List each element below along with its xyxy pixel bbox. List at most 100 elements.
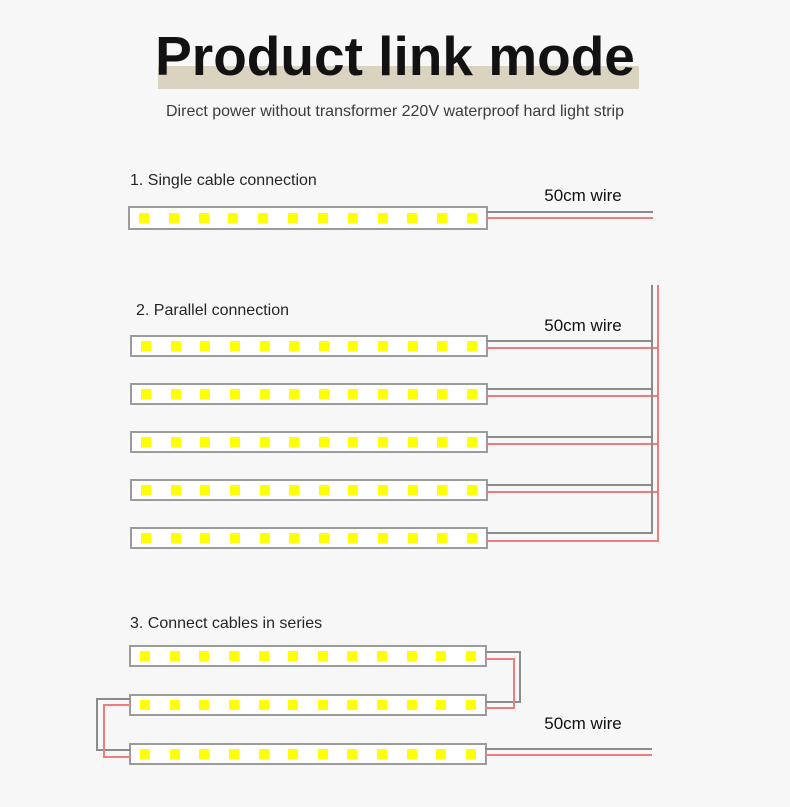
neutral-jumper-wire [96,698,131,700]
neutral-wire [486,532,653,534]
live-wire [485,754,652,756]
neutral-wire [486,388,653,390]
led-chip [229,485,240,495]
led-chip [200,533,211,543]
led-chip [377,700,387,710]
led-chip [436,651,447,661]
page-title: Product link mode [155,25,635,87]
led-chip [378,533,388,543]
page-subtitle: Direct power without transformer 220V wa… [166,103,624,120]
live-wire [486,395,659,397]
led-chip [318,389,329,399]
led-chip [229,533,240,543]
led-chip [318,485,329,495]
neutral-wire [485,748,652,750]
led-chip [318,533,329,543]
led-chip [258,213,269,223]
led-chip [348,389,359,399]
led-chip [228,213,239,223]
led-chip [259,533,270,543]
led-chip [318,437,329,447]
led-chip [407,533,418,543]
led-strip [129,743,487,765]
led-chip [141,485,151,495]
led-chip [437,213,448,223]
led-chip [407,389,418,399]
led-chip [228,651,239,661]
led-chip [139,213,149,223]
led-chip [437,533,448,543]
led-chip [466,437,477,447]
neutral-wire [486,340,653,342]
led-chip [436,700,447,710]
led-chip [347,749,358,759]
led-chip [289,437,300,447]
neutral-wire [486,211,653,213]
led-chip [259,341,270,351]
led-chip [199,700,210,710]
led-chip [200,437,211,447]
live-jumper-wire [485,658,515,660]
live-wire [486,217,653,219]
led-chip [347,700,358,710]
led-chip [347,213,358,223]
led-chip [466,341,477,351]
led-chip [348,485,359,495]
led-chip [465,651,476,661]
led-chip [259,437,270,447]
led-chip [466,213,477,223]
led-chip [348,341,359,351]
led-chip [168,213,179,223]
section-series-heading: 3. Connect cables in series [130,615,323,632]
led-chip [229,389,240,399]
neutral-bus-wire [651,285,653,534]
led-chip [317,213,328,223]
led-chip [465,700,476,710]
led-strip [129,694,487,716]
led-chip [406,749,417,759]
wire-length-label: 50cm wire [544,316,622,335]
led-strip [130,479,488,501]
led-strip [129,645,487,667]
led-chip [200,485,211,495]
live-jumper-wire [513,658,515,709]
led-chip [200,341,211,351]
live-bus-wire [657,285,659,542]
led-strip [130,527,488,549]
led-chip [406,700,417,710]
live-wire [486,491,659,493]
neutral-jumper-wire [485,651,521,653]
neutral-wire [486,436,653,438]
live-wire [486,443,659,445]
led-chip [407,485,418,495]
led-chip [317,700,328,710]
led-chip [258,651,269,661]
led-chip [170,533,181,543]
live-wire [486,347,659,349]
led-chip [437,485,448,495]
led-chip [289,533,300,543]
led-strip [128,206,488,230]
led-chip [378,389,388,399]
led-chip [169,749,180,759]
led-chip [288,213,299,223]
led-chip [317,651,328,661]
led-chip [437,437,448,447]
led-strip [130,431,488,453]
neutral-jumper-wire [485,701,521,703]
section-single-heading: 1. Single cable connection [130,172,317,189]
led-chip [289,485,300,495]
led-chip [407,341,418,351]
led-chip [466,533,477,543]
live-wire [486,540,659,542]
led-chip [198,213,209,223]
led-chip [289,341,300,351]
led-chip [288,700,299,710]
live-jumper-wire [485,707,515,709]
led-chip [407,437,418,447]
led-chip [466,389,477,399]
led-chip [199,651,210,661]
led-chip [169,651,180,661]
led-chip [378,485,388,495]
neutral-jumper-wire [519,651,521,703]
